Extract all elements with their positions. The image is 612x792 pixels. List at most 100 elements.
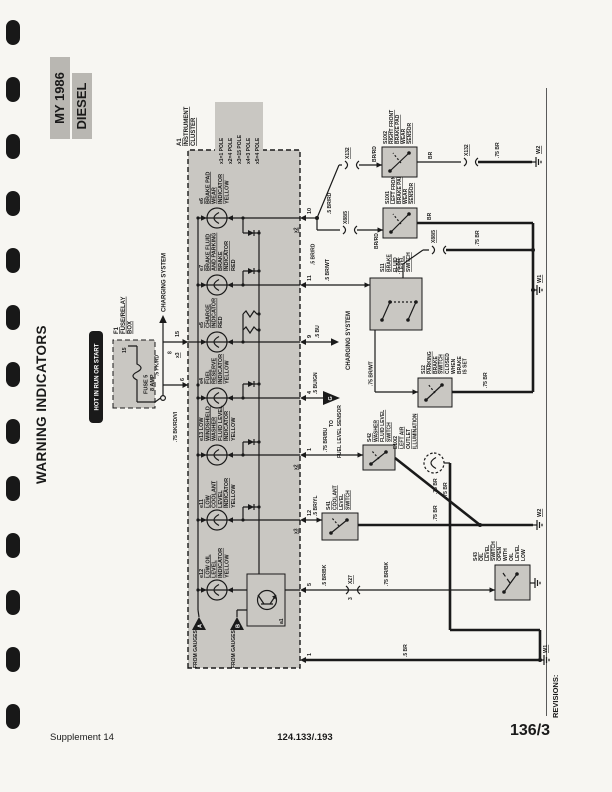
svg-text:FROM GAUGES: FROM GAUGES	[193, 630, 199, 668]
svg-text:9: 9	[307, 335, 313, 338]
s43-note: OPENWITHOILLEVELLOW	[497, 545, 527, 561]
svg-text:11: 11	[307, 275, 313, 281]
binding-hole	[6, 533, 20, 558]
model-year-tag: MY 1986	[50, 57, 70, 139]
binding-hole	[6, 419, 20, 444]
svg-text:B: B	[235, 624, 241, 628]
e10-2-label: E10/2LEFT AIROUTLETILLUMINATION	[393, 413, 419, 449]
binding-hole	[6, 362, 20, 387]
wire-label: .5 BR/BK	[322, 564, 328, 586]
connector-x27: X27	[348, 575, 354, 584]
wire-label: .75 BK/RD/VI	[173, 411, 179, 442]
s12-note: CLOSEDWHENBRAKEIS SET	[445, 353, 469, 374]
charging-system-label-top: CHARGING SYSTEM	[162, 253, 168, 312]
wire-label: .5 BR	[403, 644, 409, 657]
svg-text:x2: x2	[294, 464, 300, 470]
charging-arrow-top	[159, 315, 167, 323]
wire-label: .5 BR/WT	[325, 259, 331, 281]
svg-text:x2: x2	[294, 227, 300, 233]
svg-text:x3: x3	[294, 528, 300, 534]
fuel-level-sensor-label: FUEL LEVEL SENSOR	[337, 405, 343, 458]
wire-label: .75 BR	[433, 505, 439, 521]
lamp-color: YELLOW	[225, 360, 231, 384]
charging-system-label-mid: CHARGING SYSTEM	[346, 311, 352, 370]
wire-label: .75 BR	[495, 142, 501, 158]
oil-level-amplifier: a1	[246, 573, 286, 627]
connector-x88-5: X88/5	[343, 211, 349, 224]
svg-text:A: A	[197, 624, 203, 628]
wire-label: .75 BR	[443, 482, 449, 498]
svg-text:15: 15	[175, 331, 181, 337]
lamp-color: YELLOW	[231, 484, 237, 508]
footer-page-number: 136/3	[510, 722, 551, 739]
from-gauges-a: FROM GAUGES A	[192, 609, 206, 668]
connector-x88-5: X88/5	[431, 230, 437, 243]
wire-label: .75 BR	[483, 372, 489, 388]
switch-s42: S42WASHERFLUID LEVELSWITCH	[357, 410, 396, 471]
sensor-circuits: .5 BR .5 BR/BK X27 3 .75 BR/BK S43OILLEV…	[303, 110, 550, 665]
svg-text:5: 5	[307, 583, 313, 586]
binding-hole	[6, 191, 20, 216]
binding-hole	[6, 476, 20, 501]
s43-label: S43OILLEVELSWITCH	[473, 541, 497, 561]
footer-supplement: Supplement 14	[50, 732, 114, 743]
wire-label: BR/RD	[372, 146, 378, 162]
binding-hole	[6, 20, 20, 45]
switch-s12: S12PARKINGBRAKESWITCH CLOSEDWHENBRAKEIS …	[412, 351, 469, 408]
fuse-circuit: HOT IN RUN OR START F1FUSE/RELAYBOX 15 F…	[89, 253, 188, 442]
wire-label: .5 BR/YL	[313, 495, 319, 516]
hot-in-run-box	[89, 331, 103, 423]
connector-x132: X132	[464, 144, 470, 156]
lamp-e4: e4FUELRESERVEINDICATOR YELLOW	[199, 354, 233, 409]
revisions-rule	[546, 88, 547, 716]
s10-2-label: S10/2RIGHT FRONTBRAKE PADWEARSENSOR	[383, 110, 413, 144]
fuse-name: FUSE 5	[144, 375, 150, 394]
binding-hole	[6, 647, 20, 672]
fuel-sensor-marker	[323, 391, 340, 405]
ground-w1-bottom: W1	[543, 645, 549, 653]
lamp-e12: e12LOW OILLEVELINDICATOR YELLOW	[199, 548, 233, 601]
cluster-name: A1INSTRUMENTCLUSTER	[177, 106, 197, 146]
amplifier-label: a1	[279, 618, 285, 624]
lamp-color: RED	[231, 259, 237, 271]
sensor-s10-1: S10/1LEFT FRONTBRAKE PADWEARSENSOR	[377, 173, 418, 239]
wire-label: .75 BR/WT	[369, 361, 375, 386]
footer-chassis: 124.133/.193	[277, 732, 333, 743]
sensor-s10-2: S10/2RIGHT FRONTBRAKE PADWEARSENSOR	[376, 110, 418, 178]
fuse-box-label: F1FUSE/RELAYBOX	[114, 297, 134, 334]
wire-label: .5 BR/RD	[311, 243, 317, 265]
binding-hole	[6, 134, 20, 159]
wire-label: .75 BR/BK	[384, 561, 390, 586]
switch-s11: S11BRAKEFLUIDLEVELSWITCH	[364, 252, 423, 331]
marker-a-triangle	[192, 617, 206, 630]
wire-label: .5 BU/GN	[313, 372, 319, 394]
svg-text:3: 3	[348, 597, 354, 600]
charging-arrow-mid	[331, 338, 339, 346]
lamp-label: e13 LOWWINDSHIELDWASHERFLUID LEVELINDICA…	[199, 405, 230, 441]
lamp-e5: e5CHARGEINDICATOR RED	[199, 298, 233, 353]
lamp-label: e6BRAKE PADWEARINDICATOR	[199, 172, 224, 204]
binding-hole	[6, 305, 20, 330]
hot-in-run-label: HOT IN RUN OR START	[95, 343, 101, 410]
ground-w1-mid: W1	[537, 275, 543, 283]
warning-lamps: e12LOW OILLEVELINDICATOR YELLOW e11LOWCO…	[199, 172, 237, 601]
svg-text:TO: TO	[329, 420, 335, 427]
svg-text:4: 4	[307, 390, 313, 394]
ground-w2-top: W2	[536, 146, 542, 154]
svg-text:12: 12	[307, 510, 313, 516]
switch-s43: S43OILLEVELSWITCH OPENWITHOILLEVELLOW	[473, 541, 541, 601]
svg-text:1: 1	[307, 448, 313, 451]
lamp-color: RED	[218, 316, 224, 328]
s41-label: S41COOLANTLEVELSWITCH	[326, 485, 352, 510]
from-gauges-b: FROM GAUGES B	[230, 609, 247, 668]
lamp-color: YELLOW	[225, 180, 231, 204]
wire-label: .75 BR	[396, 258, 402, 274]
lamp-color: YELLOW	[231, 417, 237, 441]
svg-text:FROM GAUGES: FROM GAUGES	[231, 630, 237, 668]
wire-label: .75 BR	[433, 478, 439, 494]
